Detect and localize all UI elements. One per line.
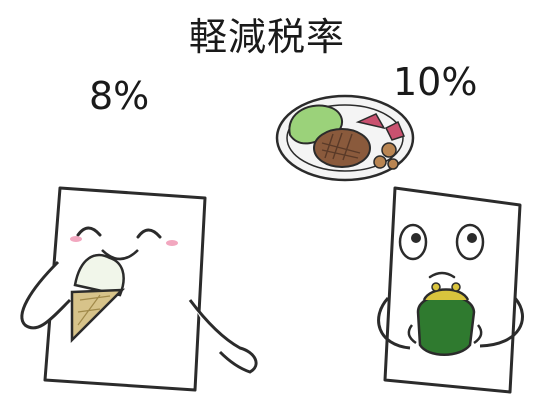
meal-plate-icon <box>275 94 415 182</box>
dine-in-tax-rate: 10% <box>393 60 478 104</box>
ice-cream-cone-icon <box>70 253 126 344</box>
page-title: 軽減税率 <box>188 15 345 59</box>
coin-purse-icon <box>407 282 483 356</box>
takeout-tax-rate: 8% <box>89 74 150 118</box>
takeout-character <box>20 186 258 392</box>
